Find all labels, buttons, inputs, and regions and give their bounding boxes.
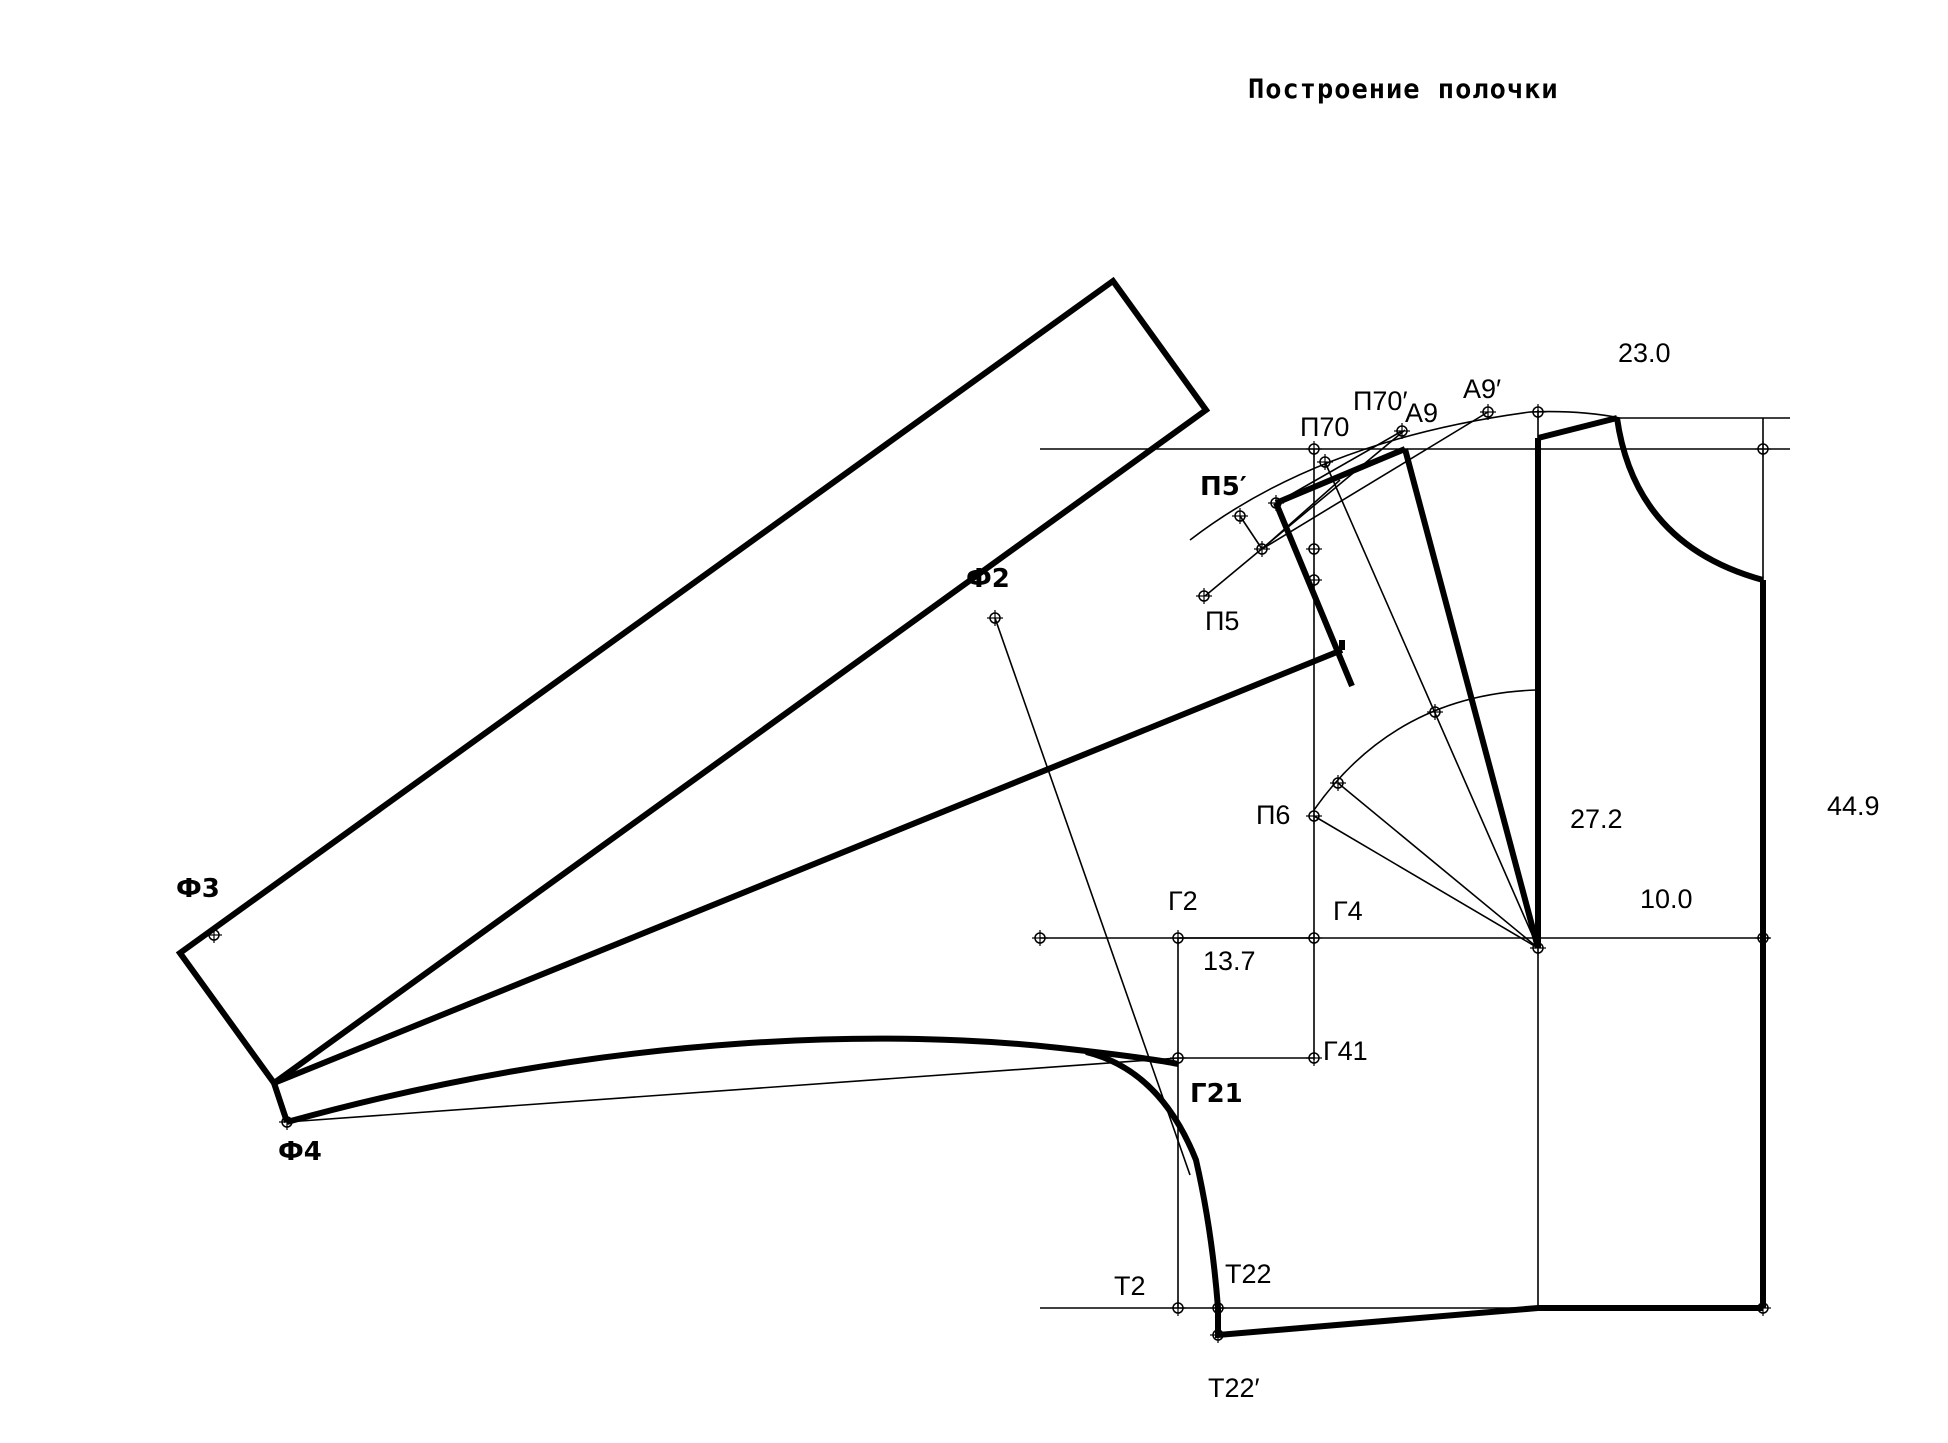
- label-g4: Г4: [1333, 896, 1363, 926]
- label-g41: Г41: [1323, 1036, 1368, 1066]
- label-a9-prime: А9′: [1463, 374, 1501, 404]
- dim-shoulder-top: 23.0: [1618, 338, 1671, 368]
- dim-chest-half: 10.0: [1640, 884, 1693, 914]
- label-p70: П70: [1300, 412, 1349, 442]
- label-g21: Г21: [1190, 1079, 1243, 1109]
- construction-points: [206, 404, 1771, 1343]
- dim-side-height: 44.9: [1827, 791, 1880, 821]
- point-labels: Ф3 Ф4 Ф2 П5 П5′ П70 П70′ А9 А9′ П6 Г2 Г4…: [176, 374, 1501, 1403]
- label-p70-prime: П70′: [1353, 386, 1408, 416]
- label-f3: Ф3: [176, 874, 220, 904]
- pattern-contour: [175, 276, 1766, 1339]
- label-f2: Ф2: [966, 564, 1010, 594]
- label-a9: А9: [1405, 398, 1438, 428]
- label-t2: Т2: [1114, 1271, 1146, 1301]
- label-f4: Ф4: [278, 1137, 322, 1167]
- dim-center-height: 27.2: [1570, 804, 1623, 834]
- label-p6: П6: [1256, 800, 1290, 830]
- label-g2: Г2: [1168, 886, 1198, 916]
- label-t22-prime: Т22′: [1208, 1373, 1260, 1403]
- drawing-title: Построение полочки: [1248, 74, 1559, 105]
- dim-armhole-width: 13.7: [1203, 946, 1256, 976]
- construction-lines: [286, 410, 1790, 1309]
- label-p5: П5: [1205, 606, 1239, 636]
- label-p5-prime: П5′: [1200, 472, 1247, 502]
- label-t22: Т22: [1225, 1259, 1272, 1289]
- dimension-labels: 23.0 44.9 27.2 10.0 13.7: [1203, 338, 1880, 976]
